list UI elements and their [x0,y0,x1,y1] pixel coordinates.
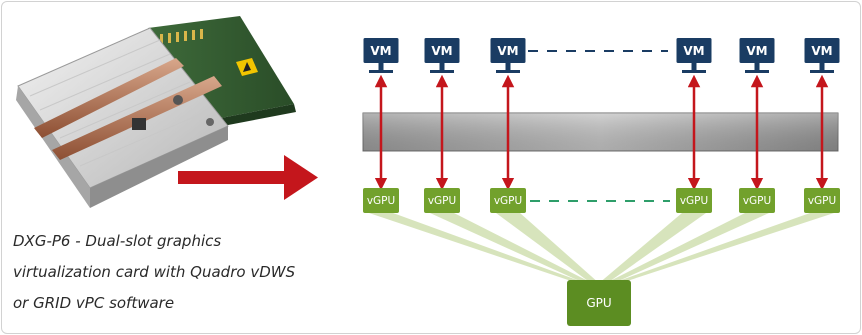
vm-label: VM [431,44,452,58]
vm-label: VM [811,44,832,58]
connection-arrows [374,74,829,191]
vm-label: VM [370,44,391,58]
vgpu-beam [604,213,769,284]
vm-label: VM [746,44,767,58]
vgpu-box: vGPU [424,188,460,213]
vgpu-box: vGPU [490,188,526,213]
warning-label [236,58,258,76]
vgpu-label: vGPU [808,195,836,207]
red-arrow-icon [178,155,318,200]
monitor-icon: VM [676,38,712,73]
vm-row: VM VM VM VM VM VM [363,38,840,73]
vm-label: VM [683,44,704,58]
vgpu-beam [598,213,706,284]
graphics-card-image [16,16,318,208]
monitor-icon: VM [363,38,399,73]
vgpu-row: vGPU vGPU vGPU vGPU vGPU vGPU [363,188,840,213]
monitor-icon: VM [490,38,526,73]
vgpu-label: vGPU [367,195,395,207]
caption-line-3: or GRID vPC software [13,294,175,312]
caption-line-2: virtualization card with Quadro vDWS [13,263,296,281]
caption-line-1: DXG-P6 - Dual-slot graphics [13,232,222,250]
product-caption: DXG-P6 - Dual-slot graphics virtualizati… [13,226,313,319]
vgpu-box: vGPU [739,188,775,213]
vgpu-beam [496,213,600,284]
vgpu-box: vGPU [363,188,399,213]
vgpu-label: vGPU [680,195,708,207]
vgpu-box: vGPU [804,188,840,213]
gpu-box: GPU [567,280,631,326]
vgpu-beam [369,213,588,284]
vgpu-label: vGPU [743,195,771,207]
vgpu-label: vGPU [428,195,456,207]
vgpu-fan [369,213,834,284]
vgpu-label: vGPU [494,195,522,207]
gpu-label: GPU [586,296,611,310]
vgpu-box: vGPU [676,188,712,213]
hypervisor-bar [362,112,839,152]
vm-label: VM [497,44,518,58]
monitor-icon: VM [804,38,840,73]
vgpu-beam [430,213,594,284]
vgpu-beam [610,213,834,284]
monitor-icon: VM [424,38,460,73]
monitor-icon: VM [739,38,775,73]
heatsink-components [132,95,214,130]
